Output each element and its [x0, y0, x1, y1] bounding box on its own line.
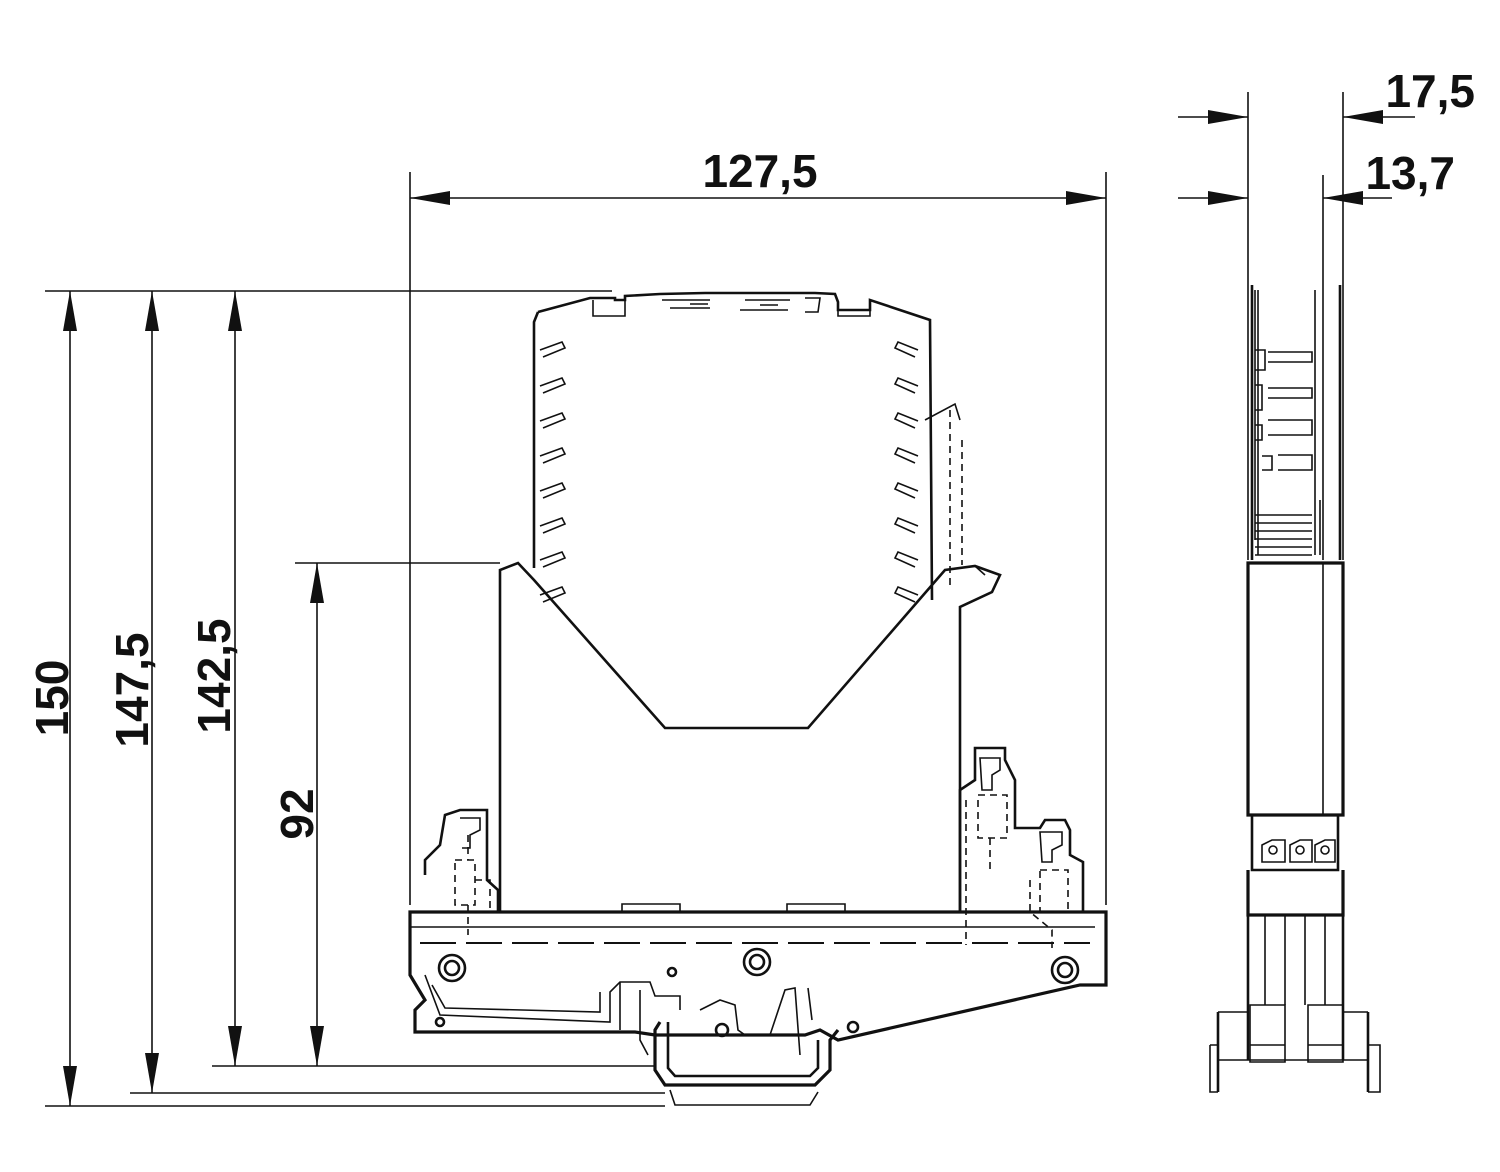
left-terminal-block [423, 808, 500, 935]
dim-label-92: 92 [271, 788, 323, 839]
dim-label-150: 150 [26, 660, 78, 737]
left-vents [539, 341, 567, 603]
front-view [408, 291, 1108, 1106]
dimension-labels: 127,5 17,5 13,7 150 147,5 142,5 92 [26, 65, 1475, 840]
dim-label-17-5: 17,5 [1385, 65, 1475, 117]
dim-label-127-5: 127,5 [702, 145, 817, 197]
side-view [1209, 285, 1381, 1093]
base-rail [408, 910, 1108, 1042]
dim-label-147-5: 147,5 [106, 632, 158, 747]
dimension-lines [45, 92, 1415, 1107]
base-holes [434, 947, 1080, 1034]
right-terminal-block-lower [1029, 831, 1069, 948]
right-terminal-block-upper [958, 746, 1085, 945]
dim-label-13-7: 13,7 [1365, 147, 1455, 199]
module-top-marks [662, 297, 821, 313]
din-rail-clip [653, 1021, 840, 1087]
module-base-holder [498, 561, 1002, 913]
dim-label-142-5: 142,5 [188, 618, 240, 733]
right-vents [893, 340, 919, 603]
module-housing [537, 291, 934, 601]
